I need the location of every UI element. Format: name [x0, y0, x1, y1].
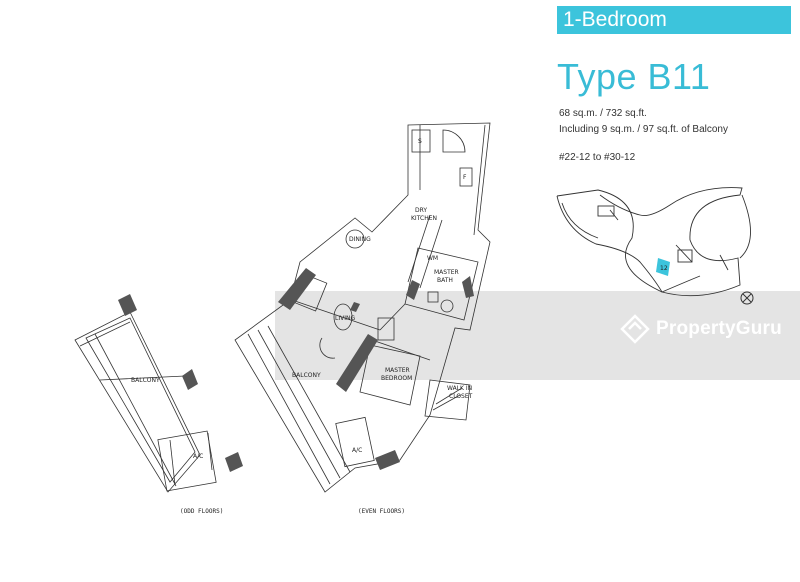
odd-ac-label: A/C — [193, 453, 203, 460]
master-bedroom-label-1: MASTER — [385, 367, 410, 374]
master-bath-label-2: BATH — [437, 277, 453, 284]
walk-in-label-1: WALK IN — [447, 385, 472, 392]
odd-floor-balcony-plan — [74, 311, 217, 493]
odd-column — [118, 294, 137, 316]
balcony-area-text: Including 9 sq.m. / 97 sq.ft. of Balcony — [559, 124, 728, 135]
living-label: LIVING — [335, 315, 355, 322]
even-floors-caption: (EVEN FLOORS) — [358, 508, 405, 515]
propertyguru-logo-icon — [620, 314, 650, 344]
master-bath-label-1: MASTER — [434, 269, 459, 276]
unit-range-text: #22-12 to #30-12 — [559, 152, 636, 163]
watermark: PropertyGuru — [620, 314, 782, 344]
odd-column-2 — [182, 369, 198, 390]
key-plan — [556, 187, 751, 297]
even-balcony-label: BALCONY — [292, 372, 321, 379]
area-text: 68 sq.m. / 732 sq.ft. — [559, 108, 647, 119]
even-columns — [278, 268, 474, 470]
dining-label: DINING — [349, 236, 371, 243]
wm-label: WM — [427, 255, 438, 262]
unit-type-title: Type B11 — [557, 56, 711, 97]
even-ac-label: A/C — [352, 447, 362, 454]
master-bedroom-label-2: BEDROOM — [381, 375, 412, 382]
odd-floors-caption: (ODD FLOORS) — [180, 508, 224, 515]
fridge-label: F — [463, 174, 467, 181]
watermark-text: PropertyGuru — [656, 318, 782, 339]
key-plan-unit-marker: 12 — [660, 265, 668, 272]
north-compass-icon — [740, 291, 754, 305]
odd-column-3 — [225, 452, 243, 472]
even-floor-plan — [234, 122, 491, 493]
odd-balcony-label: BALCONY — [131, 377, 160, 384]
dry-kitchen-label-1: DRY — [415, 207, 427, 214]
walk-in-label-2: CLOSET — [449, 393, 473, 400]
dry-kitchen-label-2: KITCHEN — [411, 215, 437, 222]
bedroom-category-badge: 1-Bedroom — [557, 6, 791, 34]
key-plan-unit-highlight — [656, 258, 670, 276]
shoe-label: S — [418, 138, 422, 145]
